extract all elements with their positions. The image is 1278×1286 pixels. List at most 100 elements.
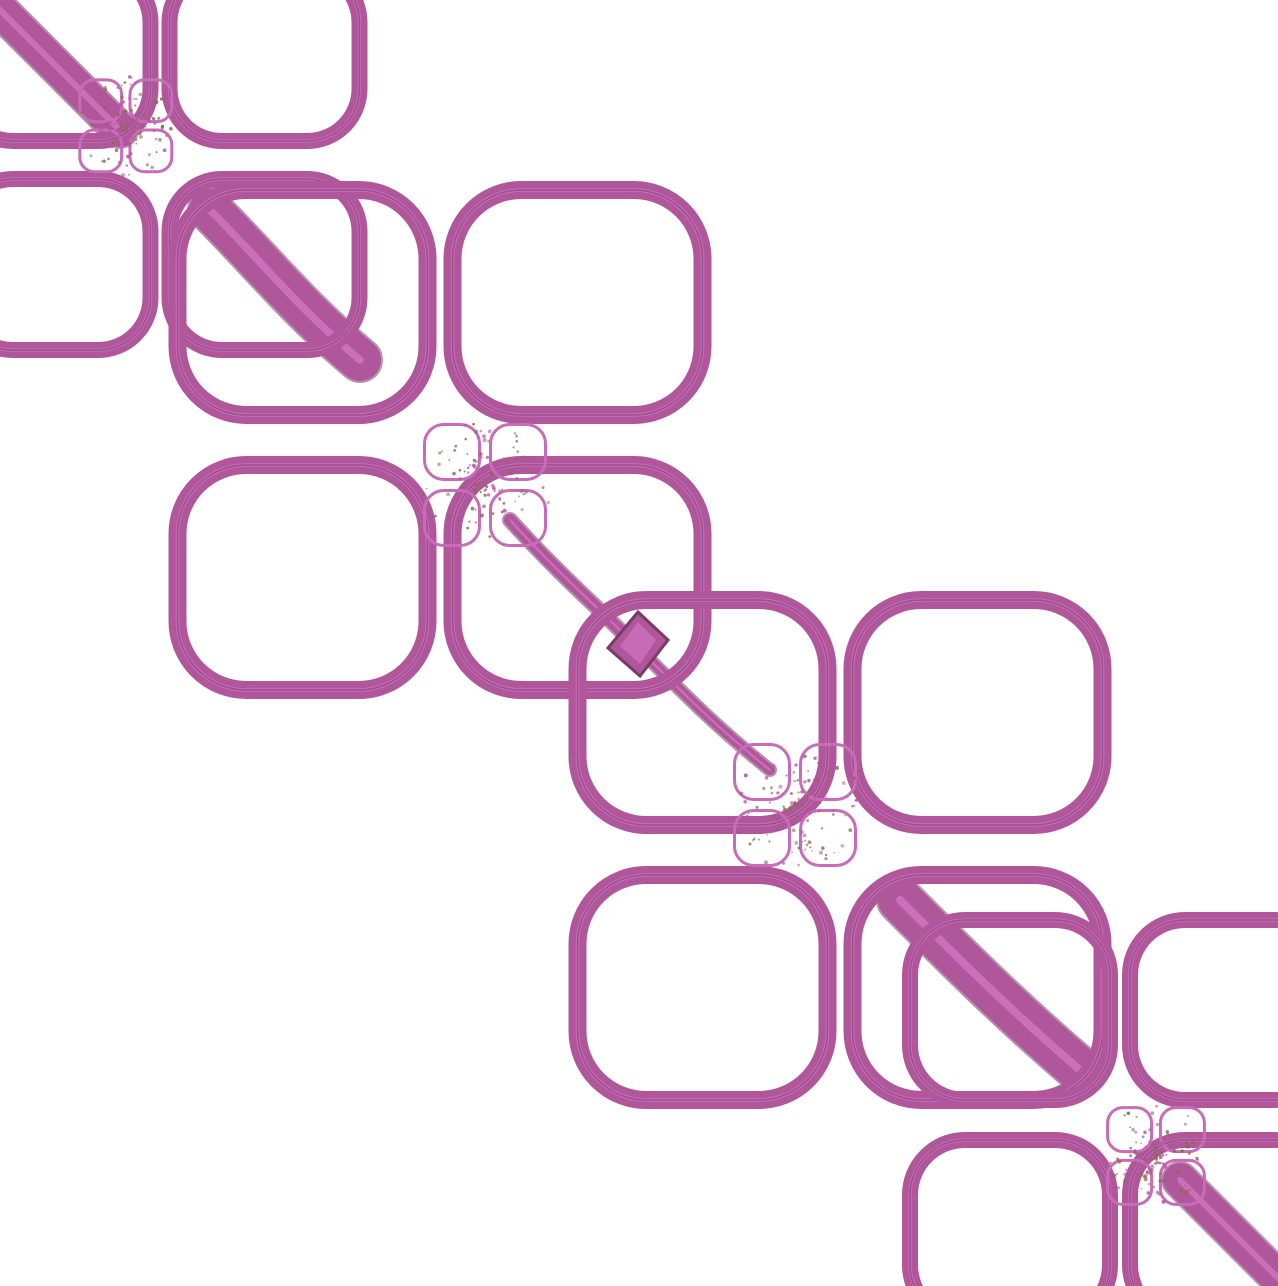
clover-lobe-edge	[576, 874, 829, 1101]
speckle	[798, 816, 803, 821]
speckle	[1123, 1114, 1126, 1117]
speckle	[1160, 1141, 1164, 1145]
speckle	[474, 429, 478, 434]
speckle	[108, 127, 112, 131]
speckle	[1126, 1111, 1131, 1116]
center-diamond-core	[620, 622, 656, 664]
speckle	[169, 126, 173, 131]
speckle	[800, 830, 804, 834]
speckle	[114, 148, 119, 153]
speckle	[770, 786, 773, 790]
speckle	[121, 129, 125, 133]
speckle	[121, 84, 123, 87]
speckle	[824, 857, 828, 861]
clover-lobe	[568, 866, 837, 1109]
clover-lobe-highlight	[908, 1138, 1112, 1286]
speckle	[804, 848, 807, 851]
speckle	[463, 498, 468, 502]
speckle	[128, 75, 132, 79]
speckle	[162, 148, 167, 153]
speckle	[487, 429, 492, 434]
speckle	[486, 493, 491, 497]
speckle	[134, 104, 137, 107]
speckle	[844, 767, 848, 771]
speckle	[773, 821, 777, 825]
clover-lobe-edge	[176, 464, 429, 691]
speckle	[473, 488, 478, 492]
speckle	[768, 840, 771, 843]
speckle	[739, 791, 744, 795]
speckle	[483, 489, 486, 492]
clover-motif-0	[0, 0, 368, 358]
speckle	[755, 805, 759, 809]
speckle	[1109, 1161, 1112, 1164]
speckle	[134, 118, 139, 123]
speckle	[820, 827, 824, 830]
speckle	[538, 456, 542, 459]
speckle	[482, 504, 486, 509]
speckle	[502, 501, 506, 505]
speckle	[101, 125, 105, 128]
speckle	[1122, 1179, 1126, 1183]
speckle	[524, 490, 528, 494]
speckle	[841, 781, 846, 785]
speckle	[107, 157, 110, 161]
speckle	[128, 97, 131, 100]
speckle	[547, 501, 550, 504]
speckle	[472, 422, 475, 426]
speckle	[508, 471, 513, 475]
clover-lobe-edge	[176, 189, 429, 416]
speckle	[1165, 1129, 1170, 1134]
speckle	[1135, 1160, 1139, 1164]
speckle	[517, 495, 520, 498]
clover-lobe	[843, 591, 1112, 834]
speckle	[446, 492, 451, 497]
speckle	[139, 134, 143, 139]
speckle	[1178, 1138, 1181, 1141]
speckle	[482, 434, 486, 439]
speckle	[1184, 1189, 1189, 1194]
speckle	[797, 791, 800, 794]
speckle	[1134, 1171, 1137, 1174]
speckle	[522, 455, 525, 459]
speckle	[1149, 1167, 1154, 1172]
speckle	[755, 752, 760, 756]
speckle	[795, 814, 799, 818]
speckle	[748, 842, 752, 846]
speckle	[115, 137, 119, 140]
speckle	[747, 812, 750, 815]
speckle	[124, 128, 128, 133]
speckle	[1123, 1172, 1127, 1176]
clover-lobe-highlight	[1128, 918, 1278, 1102]
stem-highlight-5	[1176, 1176, 1278, 1283]
speckle	[479, 477, 482, 481]
speckle	[514, 458, 518, 461]
speckle	[105, 121, 109, 125]
speckle	[80, 111, 84, 115]
speckle	[120, 95, 124, 99]
speckle	[474, 459, 478, 464]
speckle	[1158, 1161, 1162, 1165]
stem-highlight-0	[0, 5, 124, 134]
speckle	[135, 98, 138, 101]
speckle	[135, 117, 138, 120]
speckle	[1129, 1154, 1133, 1158]
speckle	[1125, 1188, 1128, 1192]
clover-lobe-highlight	[575, 873, 830, 1102]
speckle	[1134, 1130, 1138, 1134]
speckle	[154, 100, 159, 105]
speckle	[458, 477, 462, 481]
speckle	[793, 802, 797, 807]
speckle	[802, 800, 806, 805]
speckle	[796, 802, 800, 805]
inner-clover-lobe	[128, 128, 174, 174]
speckle	[789, 800, 794, 805]
speckle	[770, 791, 774, 795]
clover-lobe-highlight	[175, 463, 430, 692]
speckle	[512, 533, 515, 535]
speckle	[1145, 1170, 1149, 1175]
speckle	[816, 802, 819, 805]
speckle	[775, 818, 779, 821]
speckle	[743, 799, 747, 804]
speckle	[1172, 1149, 1177, 1153]
